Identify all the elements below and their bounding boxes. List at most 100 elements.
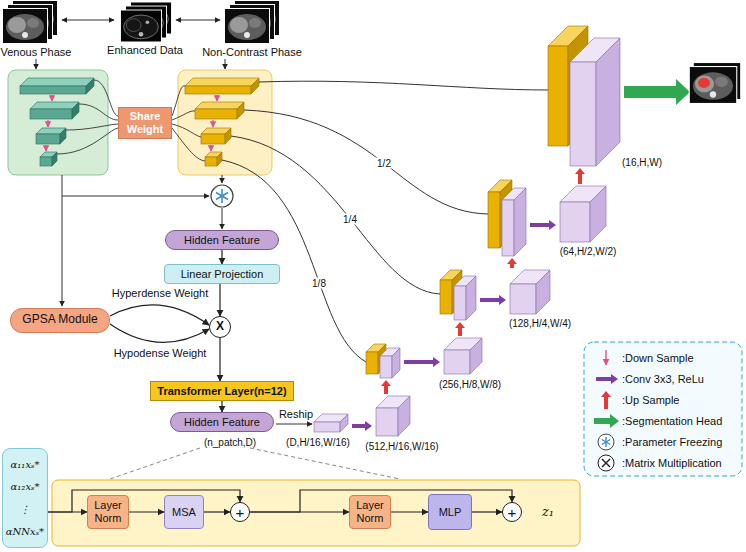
legend-frame (598, 434, 614, 450)
share-wire (172, 124, 201, 137)
encoder-block (237, 102, 244, 119)
legend-frame (605, 350, 606, 365)
edge-label: Hyperdense Weight (112, 287, 208, 299)
connector (472, 511, 502, 512)
upsample-arrow (507, 258, 517, 268)
encoder-panel (8, 70, 272, 175)
decoder-block (570, 62, 596, 166)
share-wire (66, 124, 118, 130)
share-wire (94, 80, 118, 116)
scale-label: 1/4 (341, 214, 359, 225)
decoder-block (314, 422, 340, 432)
connector (48, 490, 240, 512)
encoder-block (225, 128, 231, 144)
flow-wire (36, 20, 225, 69)
encoder-block (60, 128, 66, 144)
decoder-block (536, 270, 550, 314)
node-text: X (216, 320, 224, 334)
upsample-arrow (381, 380, 391, 394)
connector (129, 511, 164, 512)
legend-text: :Down Sample (622, 352, 694, 364)
connector (110, 324, 209, 342)
node-text: ⋮ (20, 504, 30, 516)
norm-box: Layer Norm (349, 495, 391, 529)
node-text: MLP (439, 506, 462, 519)
decoder-block (440, 280, 452, 314)
decoder-block (444, 350, 470, 374)
downsample-arrow (212, 120, 213, 127)
ct-stack (3, 1, 280, 44)
feature-box: Hidden Feature (165, 230, 279, 250)
encoder-block (185, 78, 259, 86)
encoder-block (201, 134, 225, 144)
feature-box: Hidden Feature (170, 412, 274, 432)
connector (391, 511, 428, 512)
attention-box: MSA (164, 495, 204, 529)
legend-frame (602, 459, 610, 467)
decoder-block (488, 192, 500, 248)
decoder-block (502, 200, 514, 256)
feature-wire (62, 175, 63, 306)
feature-wire (222, 208, 223, 229)
legend-frame (584, 342, 742, 476)
encoder-block (30, 109, 72, 119)
transformer-detail (250, 448, 400, 479)
encoder-block (251, 78, 259, 94)
freeze-symbol (216, 193, 228, 200)
decoder-block (314, 26, 620, 436)
legend-frame (602, 440, 611, 445)
node-text: Transformer Layer(n=12) (157, 385, 286, 398)
connector (221, 250, 222, 264)
decoder-block (398, 396, 410, 436)
scale-label: 1/8 (310, 278, 328, 289)
node-text: Linear Projection (181, 268, 264, 281)
decoder-block (466, 276, 476, 320)
downsample-arrow (45, 145, 46, 151)
downsample-arrow (210, 145, 211, 151)
decoder-block (560, 202, 590, 242)
conv-arrow (530, 220, 556, 230)
legend-frame (601, 391, 611, 409)
decoder-block (376, 408, 398, 436)
freeze-symbol (216, 189, 228, 203)
encoder-block (52, 152, 57, 166)
flow-wire (36, 59, 37, 69)
share-wire (79, 104, 118, 120)
legend-frame (602, 437, 611, 447)
connector (221, 401, 222, 412)
encoder-block (195, 102, 244, 109)
node-text: Layer Norm (91, 499, 125, 524)
feature-wire (62, 175, 538, 512)
scale-label: 1/2 (375, 158, 393, 169)
upsample-arrow (575, 168, 585, 184)
share-wire (172, 86, 185, 116)
encoder-block (20, 78, 259, 166)
segmentation-head (689, 67, 737, 104)
feature-wire (276, 424, 312, 425)
legend-text: :Up Sample (622, 394, 679, 406)
image-caption: Venous Phase (1, 46, 72, 58)
downsample-arrow (46, 95, 217, 151)
legend-frame (602, 440, 611, 445)
transformer-detail (110, 448, 200, 479)
legend-frame (584, 342, 742, 476)
downsample-arrow (216, 95, 217, 101)
decoder-block (454, 286, 466, 320)
legend-text: :Segmentation Head (622, 415, 722, 427)
conv-arrow (404, 357, 440, 367)
ct-stack (225, 9, 270, 44)
node-text: + (508, 505, 517, 520)
feature-wire (62, 196, 209, 197)
legend-frame (594, 414, 619, 428)
node-text: Hidden Feature (184, 416, 260, 429)
conv-arrow (480, 295, 506, 305)
freeze-symbol (216, 193, 228, 200)
connector (219, 284, 220, 316)
encoder-block (40, 157, 52, 166)
dimension-label: (64,H/2,W/2) (560, 246, 617, 257)
share-wire (172, 111, 195, 120)
legend-text: :Parameter Freezing (622, 436, 722, 448)
encoder-block (20, 86, 86, 94)
conv-arrow (352, 421, 372, 431)
share-wire (172, 128, 205, 161)
